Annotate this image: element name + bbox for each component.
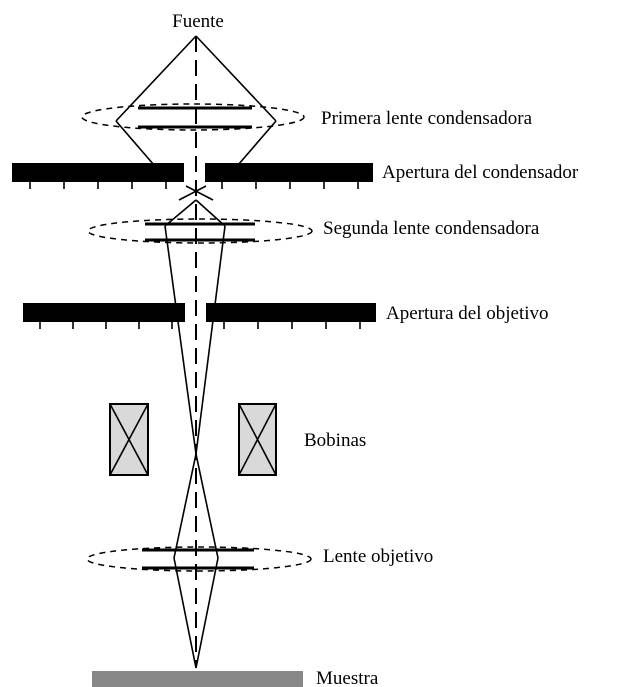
sample-label: Muestra <box>316 668 379 687</box>
sample-plate <box>92 671 303 687</box>
objective-aperture-label: Apertura del objetivo <box>386 303 549 324</box>
coil-left <box>109 403 149 476</box>
source-label: Fuente <box>172 11 224 32</box>
beam-lower <box>173 453 219 669</box>
first-condenser-label: Primera lente condensadora <box>321 108 533 129</box>
second-condenser-label: Segunda lente condensadora <box>323 218 540 239</box>
beam-crossover-1 <box>164 185 226 227</box>
objective-aperture <box>23 303 376 329</box>
second-condenser-lens <box>87 218 313 244</box>
beam-converging <box>164 225 226 455</box>
condenser-aperture-label: Apertura del condensador <box>382 162 579 183</box>
first-condenser-lens <box>81 103 305 131</box>
coil-right <box>238 403 277 476</box>
coils-label: Bobinas <box>304 430 366 451</box>
objective-lens-label: Lente objetivo <box>323 546 433 567</box>
objective-lens <box>86 546 312 572</box>
condenser-aperture <box>12 163 373 189</box>
